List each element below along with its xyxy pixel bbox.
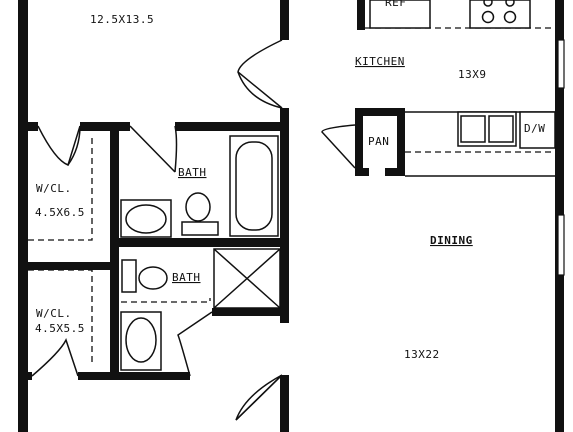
dining-dimensions: 13X22: [404, 348, 440, 361]
windows: [557, 39, 565, 276]
upper-bath-fixtures: [120, 135, 279, 238]
upper-closet-dimensions: 4.5X6.5: [35, 206, 85, 219]
lower-closet-dimensions: 4.5X5.5: [35, 322, 85, 335]
kitchen-counters: [365, 0, 556, 177]
dining-label: DINING: [430, 234, 473, 247]
door-swings: [31, 39, 356, 421]
kitchen-dimensions: 13X9: [458, 68, 487, 81]
lower-bath-label: BATH: [172, 271, 201, 284]
pantry-label: PAN: [368, 135, 389, 148]
dishwasher-label: D/W: [524, 122, 545, 135]
refrigerator-label: REF: [385, 0, 406, 9]
lower-bath-fixtures: [120, 248, 281, 371]
bedroom-dimensions: 12.5X13.5: [90, 13, 154, 26]
closet-shelves: [28, 138, 93, 362]
lower-closet-label: W/CL.: [36, 307, 72, 320]
upper-closet-label: W/CL.: [36, 182, 72, 195]
upper-bath-label: BATH: [178, 166, 207, 179]
walls: [18, 0, 564, 432]
kitchen-label: KITCHEN: [355, 55, 405, 68]
